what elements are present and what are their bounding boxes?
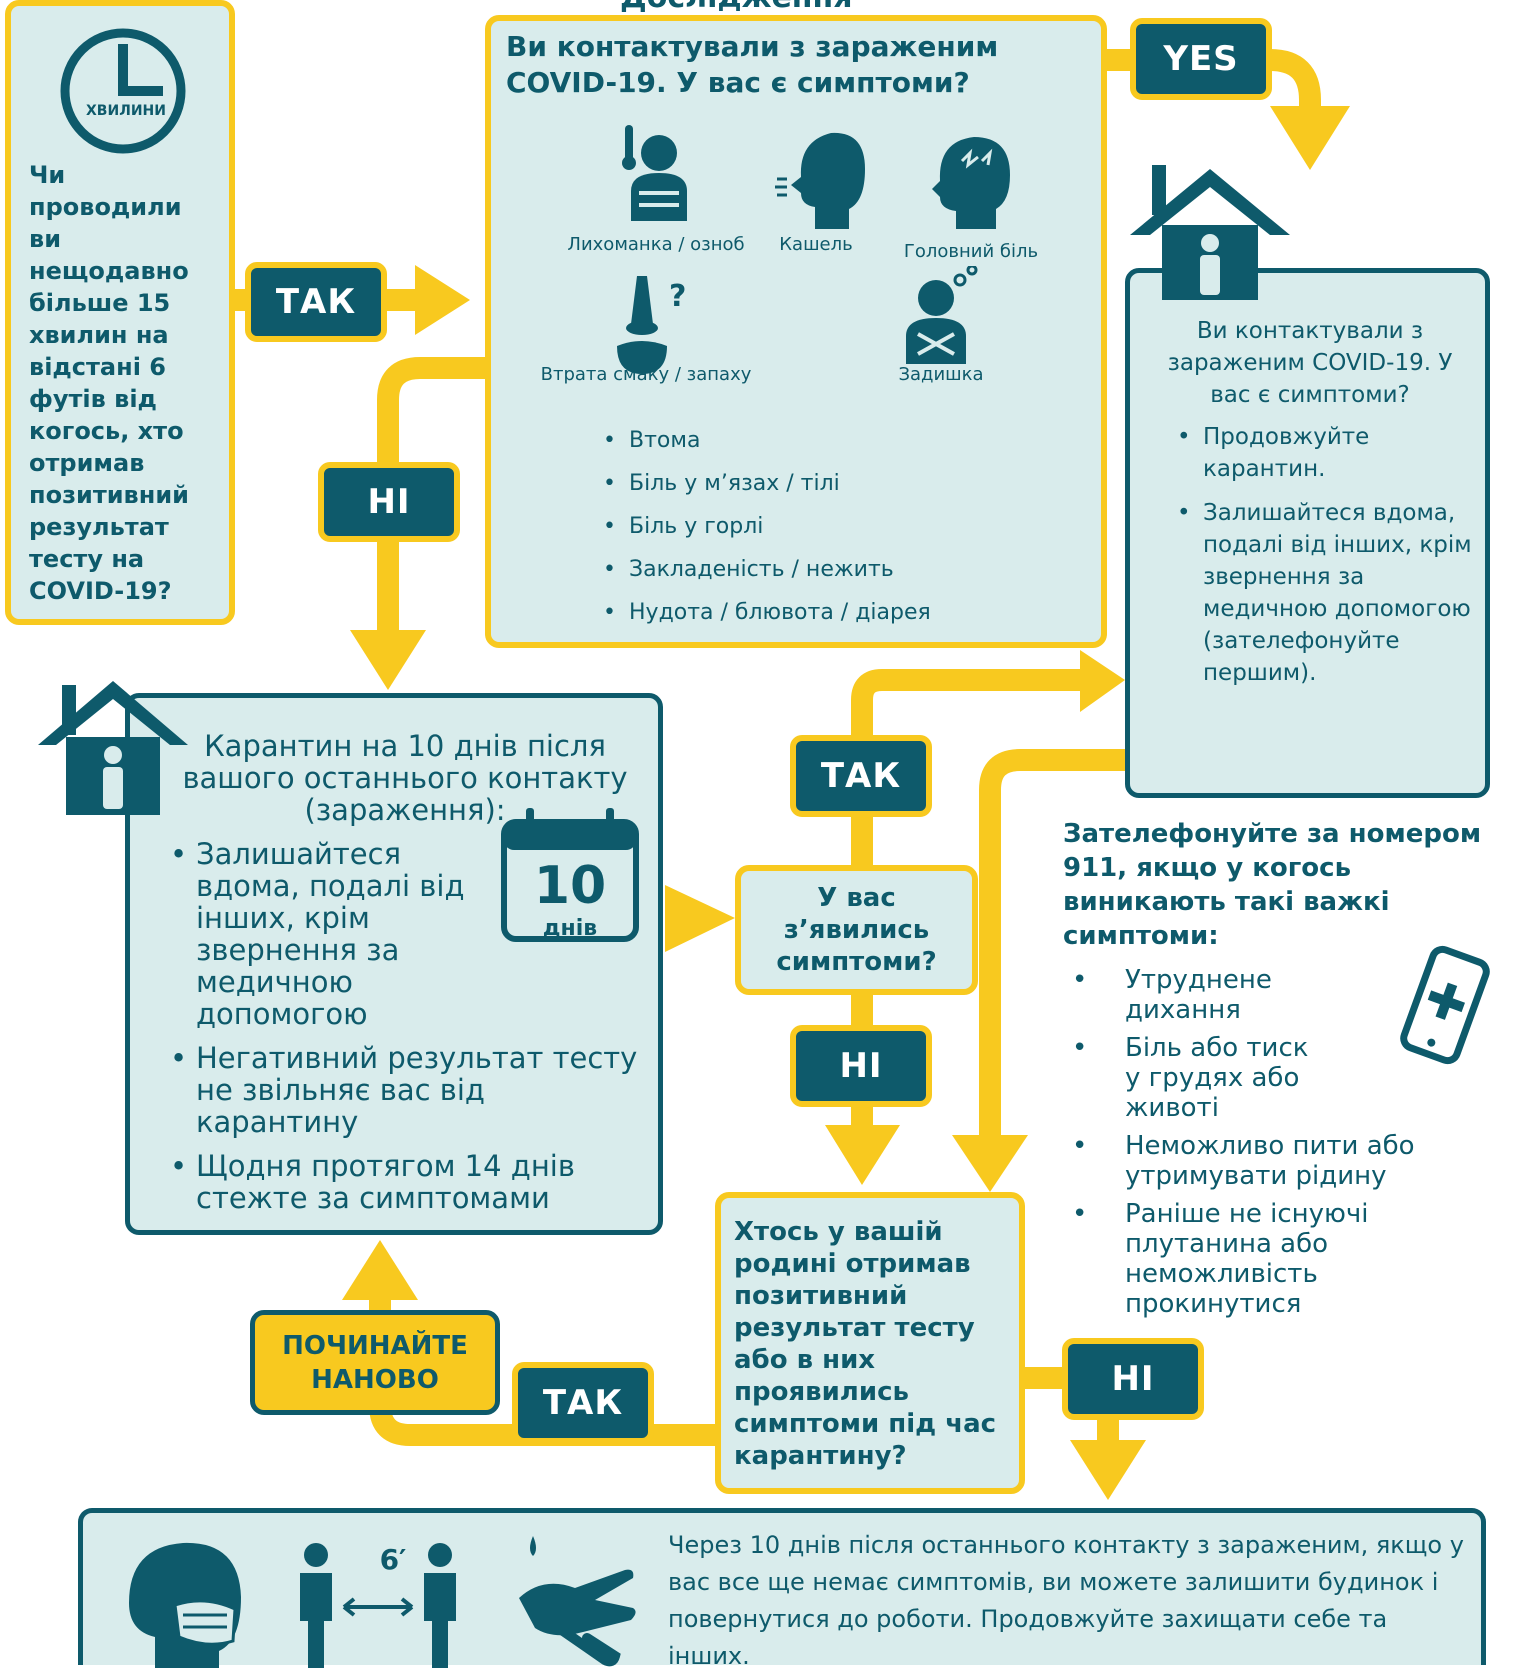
- distance-label: 6′: [379, 1543, 407, 1576]
- restart-box: ПОЧИНАЙТЕ НАНОВО: [250, 1310, 500, 1415]
- handwash-icon: [519, 1536, 636, 1667]
- label-tak-household: ТАК: [512, 1362, 654, 1444]
- arrowhead-ni-to-household: [825, 1125, 900, 1185]
- label-tak-start: ТАК: [245, 262, 387, 342]
- fever-icon: [622, 125, 687, 221]
- label-tak-center: ТАК: [790, 735, 932, 817]
- calendar-icon: [501, 808, 639, 942]
- symptoms-box-title: Ви контактували з зараженим COVID-19. У …: [506, 30, 999, 99]
- right-box-item: Залишайтеся вдома, подалі від інших, крі…: [1175, 497, 1475, 689]
- start-question-box: ХВИЛИНИ Чи проводили ви нещодавно більше…: [5, 0, 235, 625]
- symptoms-question-text: У вас з’явились симптоми?: [776, 883, 937, 977]
- label-ni-center: НІ: [790, 1025, 932, 1107]
- right-box-item: Продовжуйте карантин.: [1175, 421, 1475, 485]
- quarantine-item: Негативний результат тесту не звільняє в…: [168, 1042, 648, 1138]
- quarantine-box: Карантин на 10 днів після вашого останнь…: [125, 693, 663, 1235]
- top-partial-title: Дослідження: [620, 0, 853, 15]
- bottom-banner: 6′ Через 10 днів після останнього контак…: [78, 1508, 1486, 1670]
- start-question-text: Чи проводили ви нещодавно більше 15 хвил…: [29, 161, 189, 605]
- label-yes: YES: [1130, 18, 1272, 100]
- household-question-box: Хтось у вашій родині отримав позитивний …: [715, 1192, 1025, 1494]
- symptoms-list: Втома Біль у м’язах / тілі Біль у горлі …: [601, 419, 1081, 634]
- quarantine-house-icon: [38, 681, 188, 815]
- symptom-item: Нудота / блювота / діарея: [601, 591, 1081, 634]
- house-icon: [1130, 165, 1290, 300]
- headache-label: Головний біль: [903, 241, 1039, 262]
- restart-text: ПОЧИНАЙТЕ НАНОВО: [282, 1330, 468, 1395]
- emergency-title: Зателефонуйте за номером 911, якщо у ког…: [1063, 819, 1482, 951]
- symptom-item: Біль у горлі: [601, 505, 1081, 548]
- right-box-title: Ви контактували з зараженим COVID-19. У …: [1167, 318, 1453, 408]
- quarantine-item: Залишайтеся вдома, подалі від інших, крі…: [168, 838, 496, 1030]
- connector-right-box-down: [979, 749, 1125, 1145]
- connector-symptoms-ni-down: [377, 357, 485, 650]
- calendar-unit: днів: [542, 916, 598, 941]
- symptom-item: Біль у м’язах / тілі: [601, 462, 1081, 505]
- shortness-of-breath-label: Задишка: [898, 364, 984, 385]
- arrowhead-start: [415, 265, 470, 335]
- household-question-text: Хтось у вашій родині отримав позитивний …: [734, 1217, 997, 1471]
- clock-label: ХВИЛИНИ: [86, 103, 166, 119]
- emergency-item: Раніше не існуючі плутанина або неможлив…: [1070, 1199, 1415, 1319]
- bottom-banner-text: Через 10 днів після останнього контакту …: [668, 1531, 1464, 1670]
- emergency-item: Біль або тиск у грудях або животі: [1070, 1033, 1325, 1123]
- cough-label: Кашель: [779, 234, 853, 255]
- arrowhead-ni-final: [1070, 1440, 1146, 1500]
- calendar-number: 10: [533, 856, 607, 916]
- arrowhead-yes-down: [1270, 106, 1350, 170]
- arrowhead-tak-right: [1080, 650, 1125, 712]
- symptom-item: Закладеність / нежить: [601, 548, 1081, 591]
- emergency-list: Утруднене дихання Біль або тиск у грудях…: [1070, 965, 1420, 1319]
- arrowhead-restart-up: [342, 1240, 418, 1300]
- quarantine-item: Щодня протягом 14 днів стежте за симптом…: [168, 1150, 648, 1214]
- quarantine-list: Залишайтеся вдома, подалі від інших, крі…: [168, 838, 648, 1214]
- shortness-of-breath-icon: [906, 266, 978, 364]
- right-box-list: Продовжуйте карантин. Залишайтеся вдома,…: [1175, 421, 1475, 689]
- emergency-item: Неможливо пити або утримувати рідину: [1070, 1131, 1420, 1191]
- smell-loss-icon: ?: [617, 276, 686, 374]
- symptoms-box: Ви контактували з зараженим COVID-19. У …: [485, 15, 1107, 648]
- emergency-item: Утруднене дихання: [1070, 965, 1315, 1025]
- symptom-item: Втома: [601, 419, 1081, 462]
- fever-label: Лихоманка / озноб: [567, 234, 745, 255]
- arrowhead-ni-down: [350, 630, 426, 690]
- quarantine-title: Карантин на 10 днів після вашого останнь…: [182, 729, 628, 827]
- symptoms-question-box: У вас з’явились симптоми?: [735, 865, 978, 995]
- right-instructions-box: Ви контактували з зараженим COVID-19. У …: [1125, 268, 1490, 798]
- connector-tak-up-right: [851, 669, 1090, 701]
- arrowhead-quarantine-right: [665, 885, 735, 952]
- mask-icon: [129, 1542, 241, 1668]
- phone-icon: [1400, 945, 1490, 1065]
- svg-text:?: ?: [669, 279, 686, 314]
- label-ni-left: НІ: [318, 462, 460, 542]
- headache-icon: [932, 137, 1010, 229]
- label-ni-household: НІ: [1062, 1338, 1204, 1420]
- cough-icon: [775, 132, 865, 229]
- smell-loss-label: Втрата смаку / запаху: [540, 364, 752, 385]
- clock-icon: [60, 28, 186, 154]
- arrowhead-right-box-down: [952, 1135, 1028, 1192]
- social-distance-icon: [300, 1543, 456, 1668]
